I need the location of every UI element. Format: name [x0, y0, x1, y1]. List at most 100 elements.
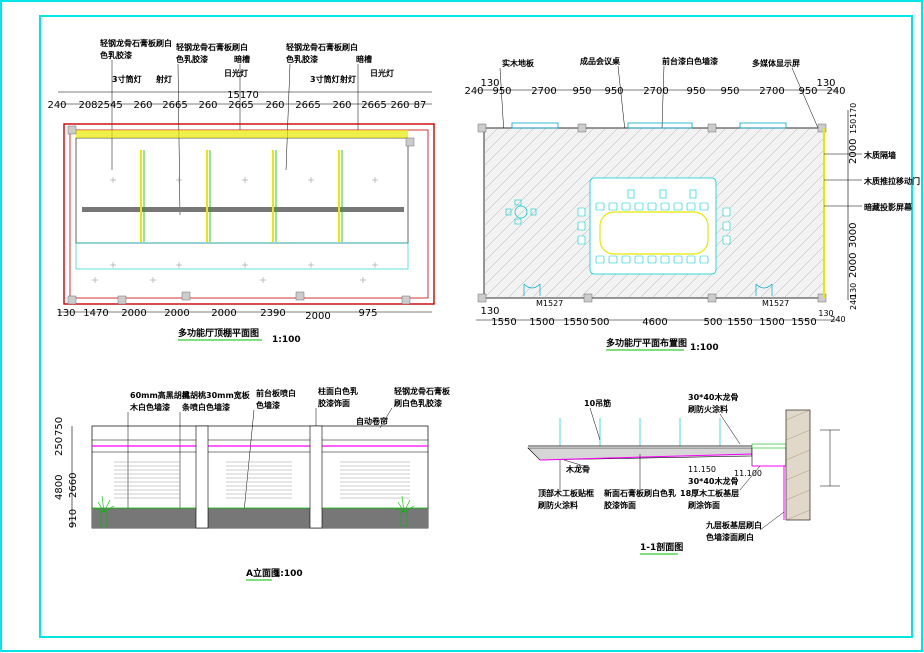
light-label: 3寸筒灯: [310, 74, 340, 84]
chair: [647, 255, 657, 264]
chair: [577, 207, 586, 217]
dim-text: 1550: [563, 317, 588, 328]
floor-plan: 130 240 950 2700 950 950 2700 950 950 27…: [464, 56, 920, 353]
chair: [577, 221, 586, 231]
light-label: 日光灯: [370, 68, 394, 78]
section-note: 色墙漆面刷白: [706, 532, 754, 542]
floor-plan-title: 多功能厅平面布置图: [606, 337, 687, 349]
elevation-note: 60mm高黑胡桃: [130, 390, 190, 400]
elevation-note: 色墙漆: [256, 400, 280, 410]
chair: [722, 207, 731, 217]
dim-text: 130: [849, 283, 858, 298]
ceiling-plan-title: 多功能厅顶棚平面图: [178, 327, 259, 339]
dim-text: 1470: [83, 308, 108, 319]
dim-text: 2000: [164, 308, 189, 319]
dim-text: 2665: [361, 100, 386, 111]
elevation-note: 轻钢龙骨石膏板: [394, 386, 451, 396]
floor-hatch-line: [747, 221, 825, 299]
elevation-note: 刷白色乳胶漆: [393, 398, 442, 408]
dim-text: 260: [265, 100, 284, 111]
dim-text: 3000: [848, 223, 859, 248]
light-label: 暗槽: [356, 54, 372, 64]
light-label: 日光灯: [224, 68, 248, 78]
elevation: 60mm高黑胡桃 木白色墙漆 黑胡桃30mm宽板 条喷白色墙漆 前台板喷白 色墙…: [54, 386, 451, 581]
dim-text: 240: [47, 100, 66, 111]
chair: [595, 202, 605, 211]
floor-note: 实木地板: [502, 58, 535, 68]
chair: [689, 189, 697, 199]
door-label: M1527: [762, 299, 789, 308]
dim-text: 1550: [727, 317, 752, 328]
dim-text: 2665: [295, 100, 320, 111]
elevation-scale: 1:100: [274, 569, 303, 579]
dim-text: 1500: [529, 317, 554, 328]
ceiling-top-dims: 240 208 2545 260 2665 260 2665 260 2665 …: [47, 100, 426, 111]
floor-hatch-line: [759, 233, 825, 299]
floor-hatch-line: [483, 127, 619, 263]
chair: [621, 255, 631, 264]
level-mark: 11.100: [734, 469, 762, 478]
ceiling-note: 色乳胶漆: [100, 50, 132, 60]
elevation-note: 木白色墙漆: [129, 402, 170, 412]
chair: [686, 255, 696, 264]
dim-text: 170: [849, 103, 858, 118]
floor-hatch-line: [483, 127, 535, 179]
dim-text: 2700: [531, 86, 556, 97]
chair: [608, 255, 618, 264]
dim-text: 1500: [759, 317, 784, 328]
floor-right-dims: 170 150 2000 3000 2000 130 240: [848, 103, 859, 310]
dim-text: 2700: [643, 86, 668, 97]
chair: [627, 189, 635, 199]
floor-hatch-line: [483, 127, 547, 191]
elevation-note: 黑胡桃30mm宽板: [182, 390, 251, 400]
elevation-title: A立面图: [246, 567, 280, 579]
chair: [660, 255, 670, 264]
dim-text: 910: [68, 509, 79, 528]
chair: [686, 202, 696, 211]
dim-text: 4800: [54, 475, 65, 500]
dim-text: 2000: [121, 308, 146, 319]
chair: [608, 202, 618, 211]
chair: [699, 202, 709, 211]
dim-text: 950: [604, 86, 623, 97]
dim-text: 2665: [162, 100, 187, 111]
floor-right-note: 木质隔墙: [863, 150, 896, 160]
section-note: 30*40木龙骨: [688, 476, 738, 486]
floor-hatch-line: [483, 127, 571, 215]
dim-text: 950: [686, 86, 705, 97]
light-label: 射灯: [339, 74, 356, 84]
floor-hatch-line: [771, 245, 825, 299]
section-note: 18厚木工板基层: [680, 488, 739, 498]
dim-text: 500: [590, 317, 609, 328]
floor-hatch-line: [687, 161, 825, 299]
dim-text: 500: [703, 317, 722, 328]
dim-text: 2665: [228, 100, 253, 111]
chair: [577, 235, 586, 245]
section-note: 木龙骨: [565, 464, 590, 474]
section-note: 顶部木工板贴框: [538, 488, 594, 498]
floor-hatch-line: [483, 127, 511, 155]
dim-text: 260: [198, 100, 217, 111]
section-note: 新面石膏板刷白色乳: [604, 488, 676, 498]
inner-frame: [39, 15, 913, 638]
chair: [660, 202, 670, 211]
dim-text: 950: [492, 86, 511, 97]
dim-text: 240: [826, 86, 845, 97]
section-note: 胶漆饰面: [604, 500, 636, 510]
dim-text: 975: [358, 308, 377, 319]
dim-text: 950: [798, 86, 817, 97]
dim-text: 2390: [260, 308, 285, 319]
section-note: 10吊筋: [584, 398, 611, 408]
dim-text: 130: [480, 306, 499, 317]
dim-text: 1550: [491, 317, 516, 328]
chair: [673, 202, 683, 211]
dim-text: 250: [54, 437, 65, 456]
ceiling-note: 轻钢龙骨石膏板刷白: [286, 42, 358, 52]
chair: [621, 202, 631, 211]
floor-note: 前台漆白色墙漆: [662, 56, 718, 66]
light-label: 暗槽: [234, 54, 250, 64]
chair: [673, 255, 683, 264]
dim-text: 260: [390, 100, 409, 111]
section-note: 刷防火涂料: [687, 404, 728, 414]
